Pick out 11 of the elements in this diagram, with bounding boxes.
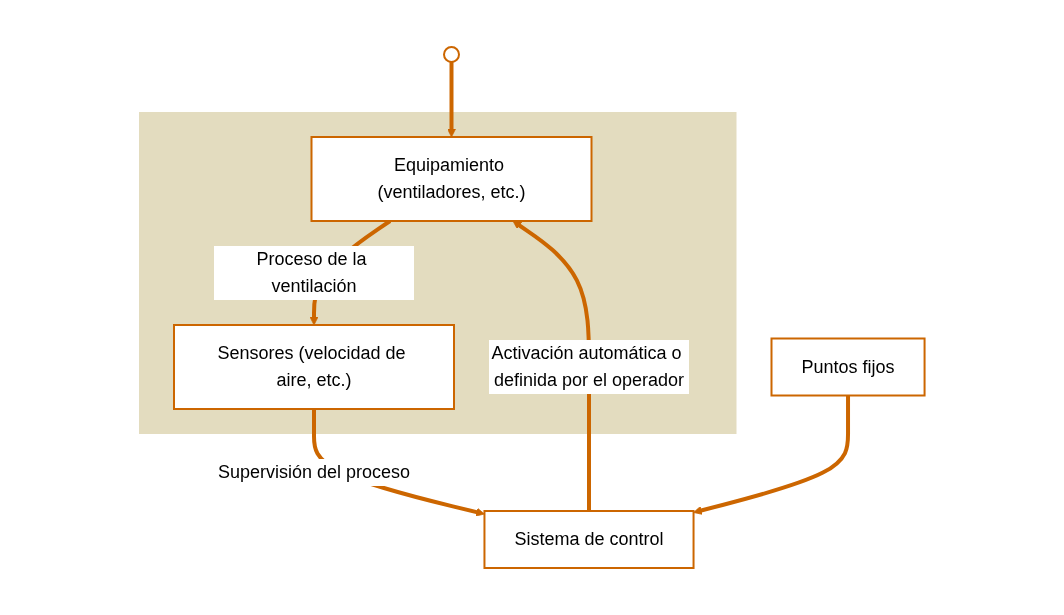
edge-label: Supervisión del proceso — [218, 462, 411, 482]
cluster — [139, 112, 737, 434]
edge-label: Activación automática o definida por el operador — [491, 343, 685, 390]
arrow — [693, 395, 851, 515]
arrow — [447, 62, 457, 138]
node-box: Equipamiento (ventiladores, etc.) — [310, 136, 593, 222]
edge-label: Proceso de la ventilación — [256, 249, 367, 296]
node-box: Sensores (velocidad de aire, etc.) — [173, 324, 456, 410]
node-box: Sistema de control — [483, 510, 695, 569]
node-box: Puntos fijos — [770, 337, 926, 397]
node-circle — [443, 46, 461, 63]
